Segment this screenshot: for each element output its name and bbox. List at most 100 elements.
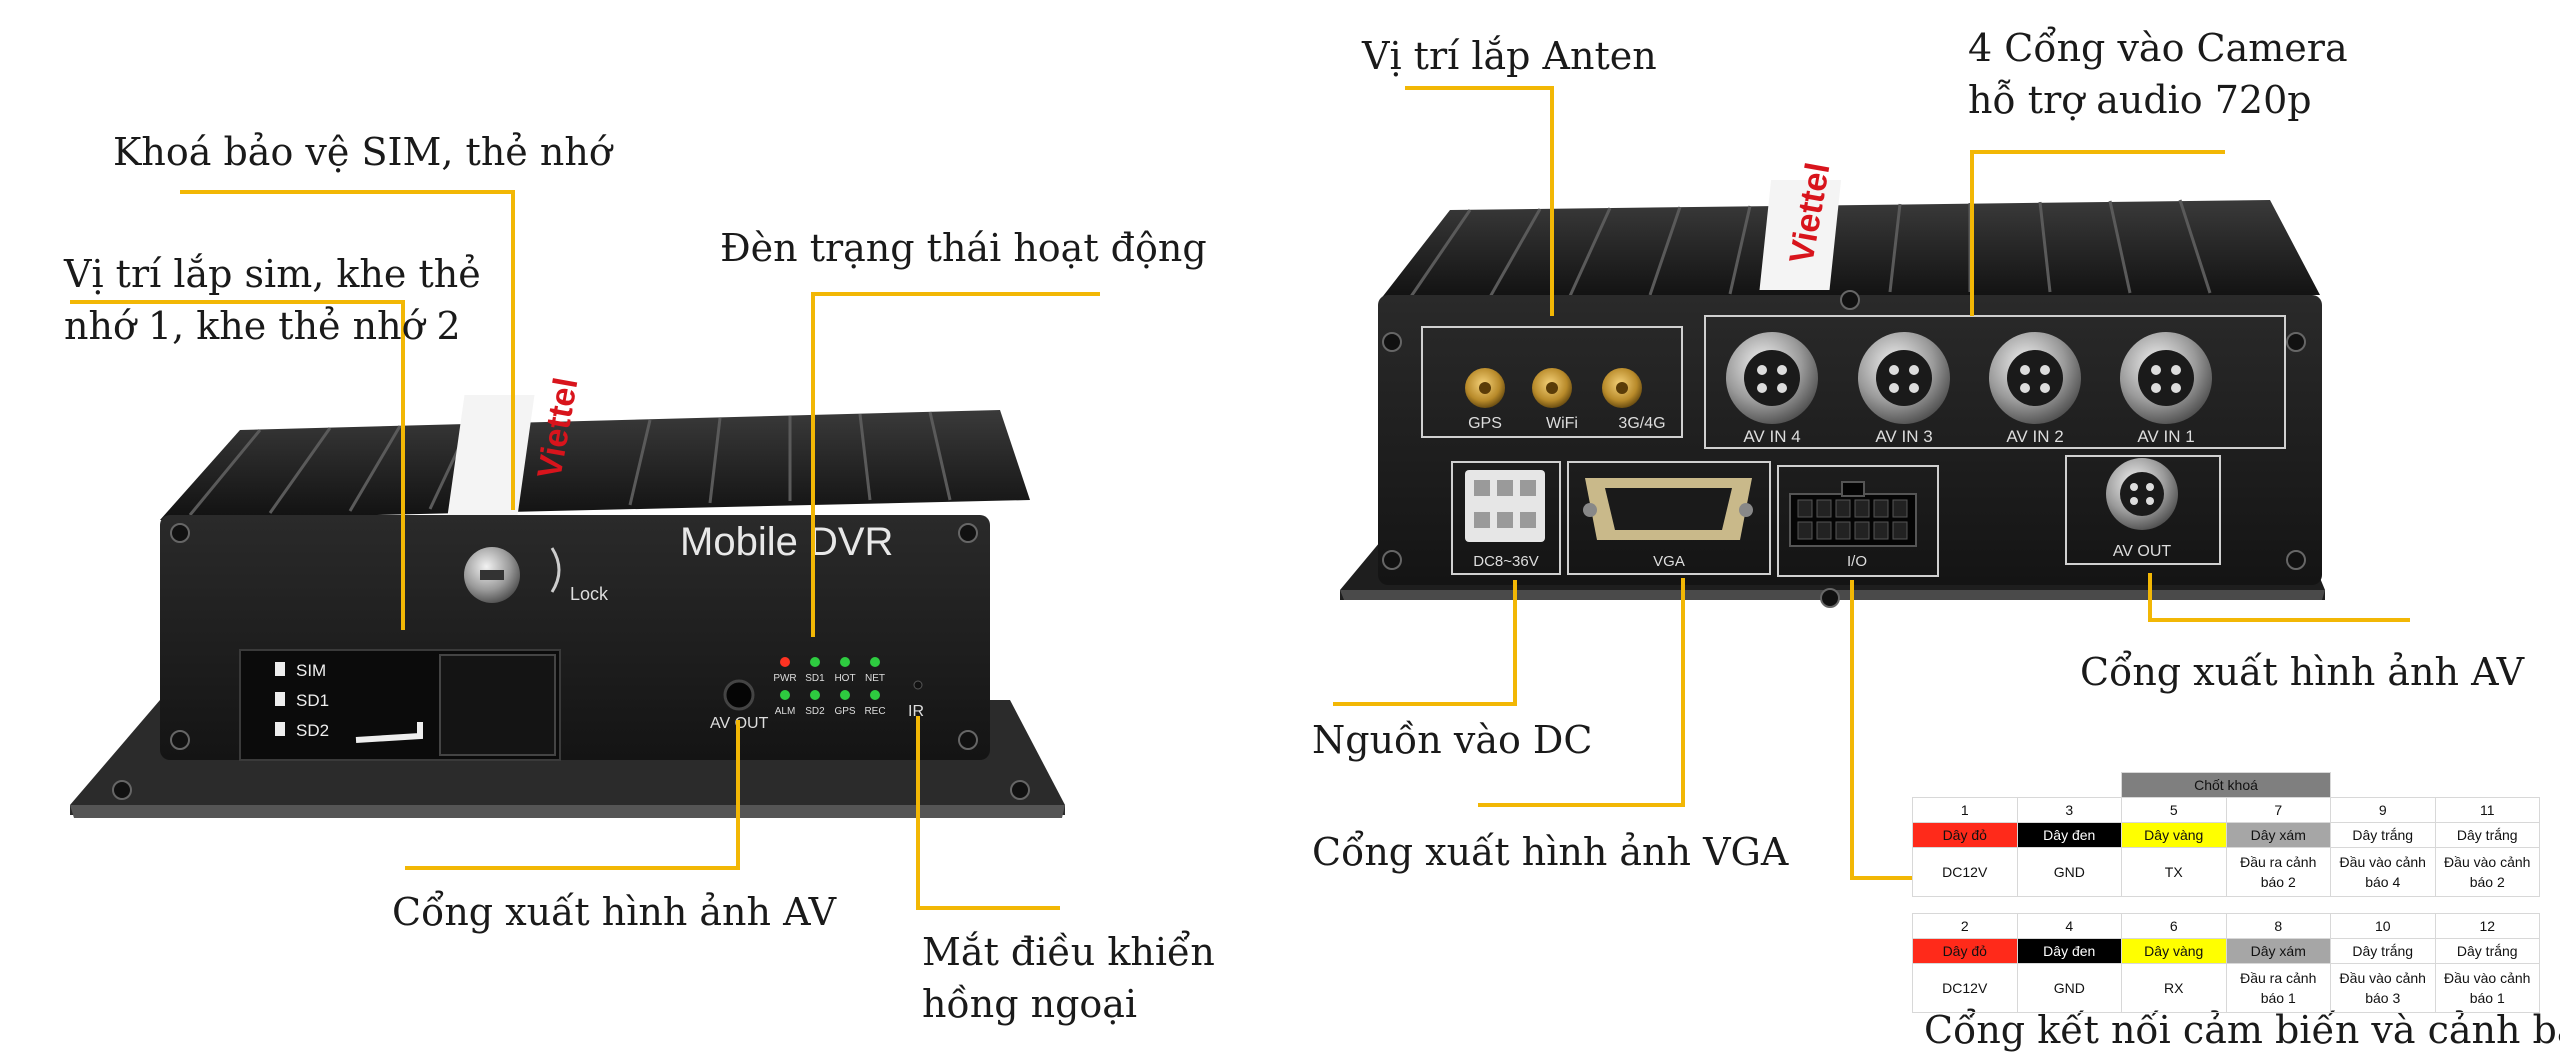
- pin-1: 1: [1912, 797, 2018, 823]
- right-io-label: I/O: [1847, 553, 1867, 570]
- right-av-in-box: [1704, 315, 2286, 449]
- right-vga-label: VGA: [1653, 553, 1685, 570]
- left-slot-sd1: SD1: [296, 691, 329, 710]
- right-io-box: [1777, 465, 1939, 577]
- label-vga: Cổng xuất hình ảnh VGA: [1312, 830, 1789, 874]
- led-alm: ALM: [775, 706, 796, 717]
- left-heatsink: [160, 410, 1030, 520]
- pin-6: 6: [2121, 913, 2227, 939]
- led-pwr: PWR: [773, 673, 796, 684]
- pin-8: 8: [2225, 913, 2331, 939]
- leader-io: [1850, 580, 1912, 880]
- pin-3: 3: [2016, 797, 2122, 823]
- right-antenna-labels: GPS WiFi 3G/4G: [1468, 415, 1665, 432]
- label-camera-line2: hỗ trợ audio 720p: [1968, 78, 2312, 122]
- wire-3: Dây đen: [2016, 822, 2122, 848]
- leader-dc: [1333, 580, 1517, 706]
- left-lock-arrow: [550, 547, 561, 593]
- pin-row1-wires: Dây đỏ Dây đen Dây vàng Dây xám Dây trắn…: [1912, 822, 2540, 848]
- leader-lines: [70, 86, 2410, 910]
- label-dc: Nguồn vào DC: [1312, 718, 1593, 762]
- func-9: Đầu vào cảnh báo 4: [2330, 847, 2436, 897]
- wire-6: Dây vàng: [2121, 938, 2227, 964]
- av-in-3-label: AV IN 3: [1875, 427, 1932, 446]
- pin-4: 4: [2016, 913, 2122, 939]
- led-net: NET: [865, 673, 885, 684]
- left-device: Viettel Lock Mobile DVR SIM SD1 SD2 AV O…: [70, 375, 1065, 818]
- right-av-out-label: AV OUT: [2113, 543, 2172, 560]
- led-hot: HOT: [834, 673, 855, 684]
- label-left-av-out: Cổng xuất hình ảnh AV: [392, 890, 837, 934]
- label-status-led: Đèn trạng thái hoạt động: [720, 226, 1207, 270]
- led-sd1: SD1: [805, 673, 825, 684]
- right-screws: [1382, 290, 2306, 608]
- wire-8: Dây xám: [2225, 938, 2331, 964]
- leader-antenna: [1405, 86, 1554, 316]
- left-model-text: Mobile DVR: [680, 520, 893, 564]
- left-sim-cover: [439, 654, 556, 756]
- label-antenna: Vị trí lắp Anten: [1362, 34, 1657, 78]
- leader-vga: [1478, 578, 1685, 807]
- antenna-4g-label: 3G/4G: [1618, 415, 1665, 432]
- wire-2: Dây đỏ: [1912, 938, 2018, 964]
- left-lock-keyhole: [480, 570, 504, 580]
- pin-2: 2: [1912, 913, 2018, 939]
- right-heatsink: [1380, 200, 2320, 300]
- right-antenna-box: [1421, 326, 1683, 438]
- pin-11: 11: [2434, 797, 2540, 823]
- label-io: Cổng kết nối cảm biến và cảnh báo: [1924, 1008, 2560, 1052]
- label-sim-lock: Khoá bảo vệ SIM, thẻ nhớ: [113, 130, 612, 174]
- func-6: RX: [2121, 963, 2227, 1013]
- led-sd2: SD2: [805, 706, 825, 717]
- right-av-out-pins: [2130, 483, 2154, 505]
- right-vga-screw-l: [1583, 503, 1597, 517]
- left-ir-text: IR: [908, 703, 924, 720]
- right-dc-label: DC8~36V: [1473, 553, 1538, 570]
- func-1: DC12V: [1912, 847, 2018, 897]
- right-io-pins: [1797, 499, 1908, 540]
- leader-status-led: [811, 292, 1100, 637]
- wire-10: Dây trắng: [2330, 938, 2436, 964]
- pin-row2-functions: DC12V GND RX Đầu ra cảnh báo 1 Đầu vào c…: [1912, 963, 2540, 1013]
- led-rec: REC: [864, 706, 885, 717]
- label-camera-line1: 4 Cổng vào Camera: [1968, 26, 2348, 70]
- leader-camera: [1970, 150, 2225, 316]
- wire-1: Dây đỏ: [1912, 822, 2018, 848]
- right-vga-screw-r: [1739, 503, 1753, 517]
- right-av-out-box: [2065, 455, 2221, 565]
- label-ir-line2: hồng ngoại: [922, 982, 1138, 1026]
- right-av-in-connectors[interactable]: [1726, 332, 2212, 424]
- pin-row1-numbers: 1 3 5 7 9 11: [1912, 797, 2540, 823]
- leader-sim-slot: [70, 300, 405, 630]
- wire-5: Dây vàng: [2121, 822, 2227, 848]
- leader-right-av-out: [2148, 573, 2410, 622]
- left-lock-text: Lock: [570, 584, 609, 604]
- left-av-jack[interactable]: [723, 679, 755, 711]
- pin-7: 7: [2225, 797, 2331, 823]
- pin-table-header-row: Chốt khoá: [1913, 772, 2540, 798]
- right-dc-pins: [1474, 480, 1536, 528]
- pin-9: 9: [2330, 797, 2436, 823]
- led-gps: GPS: [834, 706, 855, 717]
- label-right-av-out: Cổng xuất hình ảnh AV: [2080, 650, 2525, 694]
- func-8: Đầu ra cảnh báo 1: [2225, 963, 2331, 1013]
- right-vga-box: [1567, 461, 1771, 575]
- label-sim-slot-line2: nhớ 1, khe thẻ nhớ 2: [64, 304, 461, 348]
- func-3: GND: [2016, 847, 2122, 897]
- right-av-in-labels: AV IN 4 AV IN 3 AV IN 2 AV IN 1: [1743, 427, 2194, 446]
- right-vga-port[interactable]: [1605, 488, 1732, 530]
- leader-sim-lock: [180, 190, 515, 510]
- func-4: GND: [2016, 963, 2122, 1013]
- pin-row1-functions: DC12V GND TX Đầu ra cảnh báo 2 Đầu vào c…: [1912, 847, 2540, 897]
- right-antenna-connectors[interactable]: [1465, 368, 1642, 408]
- leader-ir: [916, 716, 1060, 910]
- left-slot-markers: [275, 662, 285, 736]
- func-12: Đầu vào cảnh báo 1: [2434, 963, 2540, 1013]
- func-10: Đầu vào cảnh báo 3: [2330, 963, 2436, 1013]
- wire-9: Dây trắng: [2330, 822, 2436, 848]
- leader-left-av-out: [405, 720, 740, 870]
- antenna-gps-label: GPS: [1468, 415, 1502, 432]
- pin-table: Chốt khoá 1 3 5 7 9 11 Dây đỏ Dây đen Dâ…: [1912, 772, 2540, 1013]
- av-in-1-label: AV IN 1: [2137, 427, 2194, 446]
- pin-table-spacer: [1912, 896, 2540, 914]
